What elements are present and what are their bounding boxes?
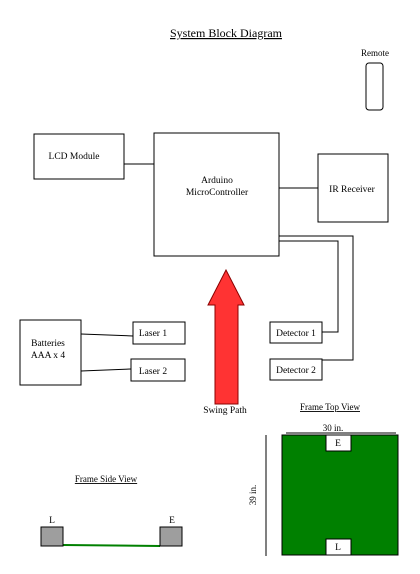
remote-label: Remote [361, 48, 389, 58]
frame-side-e-label: E [169, 516, 175, 526]
laser1-label: Laser 1 [139, 329, 167, 339]
detector2-box [269, 358, 323, 381]
frame-side-l-block [40, 526, 64, 547]
frame-side-green-line [62, 544, 161, 547]
frame-top-l-marker [325, 538, 352, 556]
laser2-power-line [80, 368, 132, 372]
frame-top-view-title: Frame Top View [300, 402, 360, 412]
lcd-module-label: LCD Module [49, 152, 100, 162]
remote-box [365, 62, 384, 111]
swing-path-label: Swing Path [203, 406, 247, 416]
detector1-label: Detector 1 [276, 329, 316, 339]
lcd-module-box [33, 133, 125, 180]
arduino-label-line1: Arduino [201, 176, 233, 186]
batteries-box [19, 319, 82, 386]
frame-side-e-block [159, 526, 183, 547]
arduino-label-line2: MicroController [186, 188, 249, 198]
laser2-box [130, 358, 186, 382]
ir-receiver-box [317, 153, 389, 223]
detector1-box [269, 321, 323, 344]
arduino-box [153, 132, 280, 257]
frame-side-view-title: Frame Side View [75, 474, 138, 484]
diagram-title: System Block Diagram [170, 26, 283, 40]
detector1-connection-line [279, 240, 339, 333]
frame-top-e-label: E [335, 439, 341, 449]
laser2-label: Laser 2 [139, 367, 167, 377]
batteries-label-line2: AAA x 4 [31, 351, 66, 361]
batteries-label-line1: Batteries [31, 339, 65, 349]
detector2-label: Detector 2 [276, 366, 316, 376]
frame-top-e-marker [325, 434, 352, 452]
swing-path-arrow [207, 268, 245, 405]
laser1-power-line [80, 333, 134, 337]
laser1-box [132, 321, 186, 345]
ir-receiver-label: IR Receiver [329, 185, 375, 195]
detector2-connection-line [279, 235, 354, 361]
frame-side-l-label: L [49, 516, 55, 526]
frame-top-green-area [281, 434, 399, 556]
frame-top-l-label: L [335, 543, 341, 553]
frame-width-label: 30 in. [323, 423, 344, 433]
frame-height-label: 39 in. [248, 485, 258, 506]
